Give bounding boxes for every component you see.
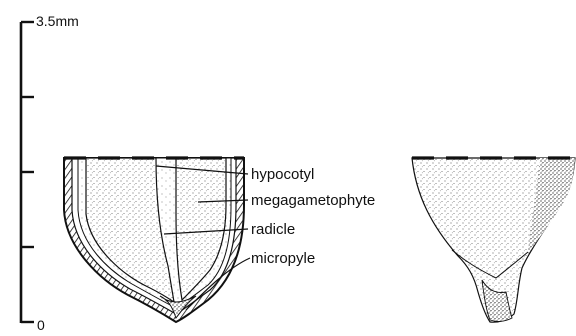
label-radicle: radicle bbox=[251, 221, 295, 238]
label-megagametophyte: megagametophyte bbox=[251, 192, 375, 209]
seed-exterior-view bbox=[412, 158, 576, 322]
scale-top-label: 3.5mm bbox=[36, 13, 79, 29]
label-micropyle: micropyle bbox=[251, 250, 315, 267]
seed-longitudinal-section bbox=[64, 158, 244, 322]
scale-bottom-label: 0 bbox=[37, 317, 45, 331]
label-hypocotyl: hypocotyl bbox=[251, 166, 314, 183]
part-labels: hypocotyl megagametophyte radicle microp… bbox=[251, 166, 375, 267]
